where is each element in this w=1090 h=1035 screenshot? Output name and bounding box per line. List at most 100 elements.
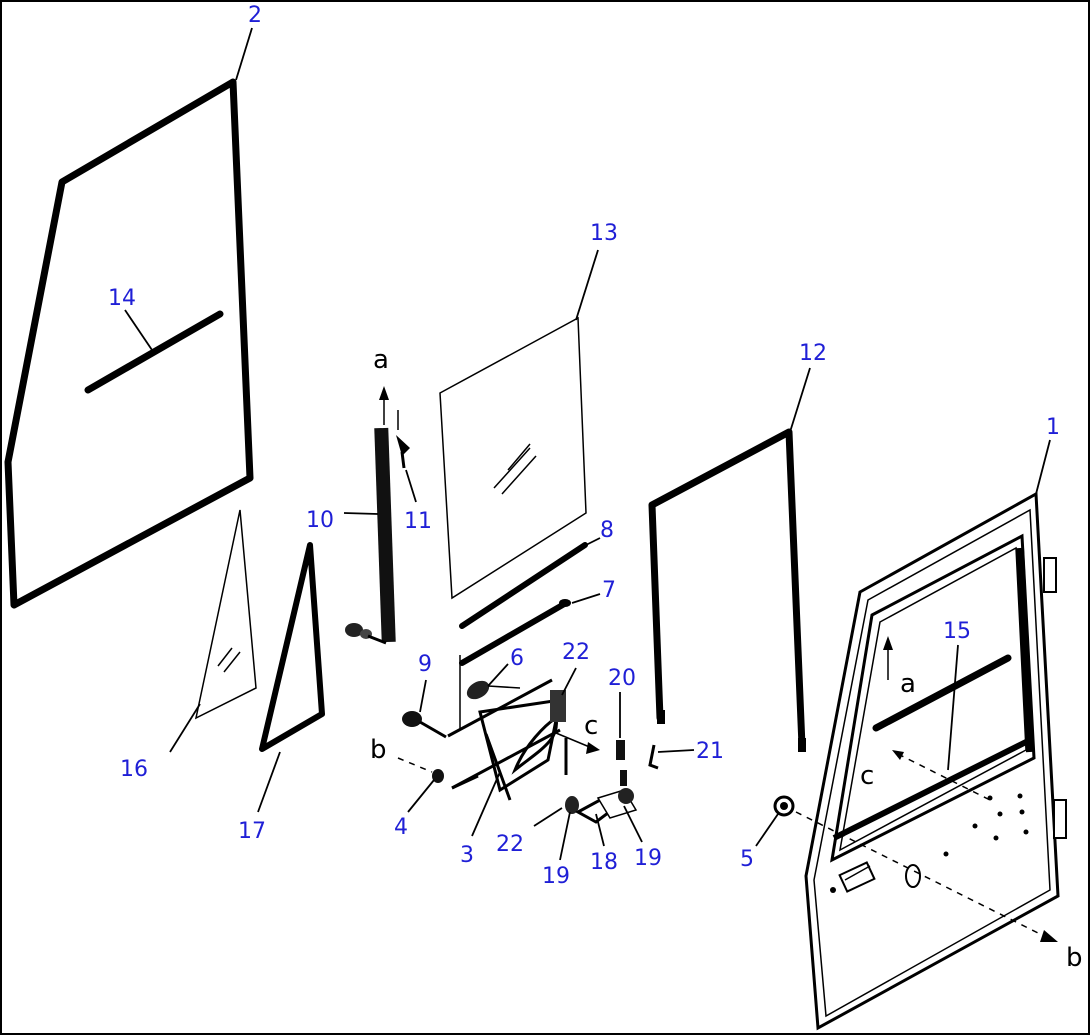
clip-21 — [648, 744, 659, 770]
label-part-17: 17 — [238, 819, 266, 844]
screw-hole — [1023, 829, 1029, 835]
leader-4 — [407, 779, 435, 813]
bolt-icon — [402, 711, 422, 727]
glass-reflection — [501, 455, 537, 495]
reference-line-b — [795, 811, 1049, 939]
strip-14 — [84, 310, 224, 394]
screw-hole — [943, 851, 949, 857]
door-seal-outer — [4, 78, 254, 609]
bolt-icon — [345, 623, 363, 637]
reference-line-c — [897, 753, 991, 801]
regulator-link — [484, 733, 512, 801]
leader-lines — [124, 27, 1051, 861]
lock-hole-icon — [905, 864, 921, 888]
strip-15 — [872, 654, 1012, 732]
ref-b-left: b — [370, 735, 387, 765]
label-part-18: 18 — [590, 850, 618, 875]
glass-reflection — [507, 443, 531, 471]
seal-end-cap — [657, 710, 665, 724]
screw-hole — [830, 887, 836, 893]
arrow-right-icon — [1040, 930, 1058, 942]
seal-end-cap — [798, 738, 806, 752]
triangle-seal — [259, 542, 325, 752]
label-part-8: 8 — [600, 518, 614, 543]
leader-21 — [657, 749, 695, 753]
door-window-opening — [830, 533, 1036, 863]
door-window-channel — [1016, 547, 1034, 753]
leader-18 — [595, 813, 605, 847]
strip-7 — [459, 600, 569, 666]
leader-5 — [755, 813, 779, 847]
pin-20 — [616, 740, 625, 760]
label-part-4: 4 — [394, 815, 408, 840]
label-part-10: 10 — [306, 508, 334, 533]
screw-hole — [972, 823, 978, 829]
leader-22a — [561, 667, 577, 696]
clip-icon — [565, 796, 579, 814]
bolt-shaft — [367, 634, 387, 645]
label-part-11: 11 — [404, 509, 432, 534]
leader-12 — [789, 367, 811, 433]
arrow-up-icon — [379, 386, 389, 400]
ref-c-mid: c — [584, 711, 598, 741]
leader-8 — [583, 537, 601, 547]
ref-c-door: c — [860, 761, 874, 791]
screw-hole — [993, 835, 999, 841]
part-labels: 2 14 13 12 1 15 10 11 8 7 6 9 22 20 21 1… — [108, 3, 1060, 889]
reference-line-b — [397, 757, 433, 773]
bolt-shaft — [419, 720, 447, 739]
arrow-left-icon — [892, 750, 904, 760]
leader-13 — [575, 249, 599, 321]
vertical-rail — [374, 427, 396, 643]
ref-a-door: a — [900, 669, 916, 699]
label-part-21: 21 — [696, 739, 724, 764]
handle-line — [844, 865, 871, 881]
clip-icon — [618, 788, 634, 804]
door-inner-edge — [813, 508, 1051, 1018]
strip-8 — [459, 542, 588, 629]
label-part-1: 1 — [1046, 415, 1060, 440]
leader-14 — [124, 309, 153, 351]
leader-19a — [559, 811, 571, 861]
washer-icon — [432, 769, 444, 783]
leader-17 — [257, 751, 281, 813]
label-part-20: 20 — [608, 666, 636, 691]
reference-line-c — [555, 732, 593, 749]
leader-6 — [487, 663, 509, 687]
leader-7 — [571, 593, 601, 604]
leader-9 — [419, 679, 427, 713]
label-part-3: 3 — [460, 843, 474, 868]
roller-shaft — [487, 685, 521, 689]
hinge-icon — [1053, 799, 1067, 839]
leader-10 — [343, 512, 379, 515]
hinge-icon — [1043, 557, 1057, 593]
glass-reflection — [217, 647, 233, 667]
label-part-14: 14 — [108, 286, 136, 311]
bolt-shaft — [451, 774, 479, 790]
label-part-22b: 22 — [496, 832, 524, 857]
label-part-6: 6 — [510, 646, 524, 671]
window-regulator — [447, 655, 566, 801]
glass-pane — [439, 316, 587, 600]
screw-shaft — [400, 451, 406, 469]
leader-2 — [235, 27, 253, 81]
door-window-sill — [832, 737, 1032, 841]
label-part-19a: 19 — [542, 864, 570, 889]
leader-15 — [947, 644, 959, 771]
label-part-12: 12 — [799, 341, 827, 366]
arrow-right-icon — [586, 742, 600, 754]
leader-22b — [533, 807, 563, 827]
screw-hole — [1017, 793, 1023, 799]
label-part-13: 13 — [590, 221, 618, 246]
triangle-glass — [194, 509, 257, 720]
door-outer — [804, 491, 1060, 1031]
label-part-5: 5 — [740, 847, 754, 872]
label-part-2: 2 — [248, 3, 262, 28]
regulator-plate — [478, 698, 562, 793]
screw-hole — [1019, 809, 1025, 815]
leader-11 — [405, 469, 417, 503]
glass-reflection — [223, 651, 241, 673]
